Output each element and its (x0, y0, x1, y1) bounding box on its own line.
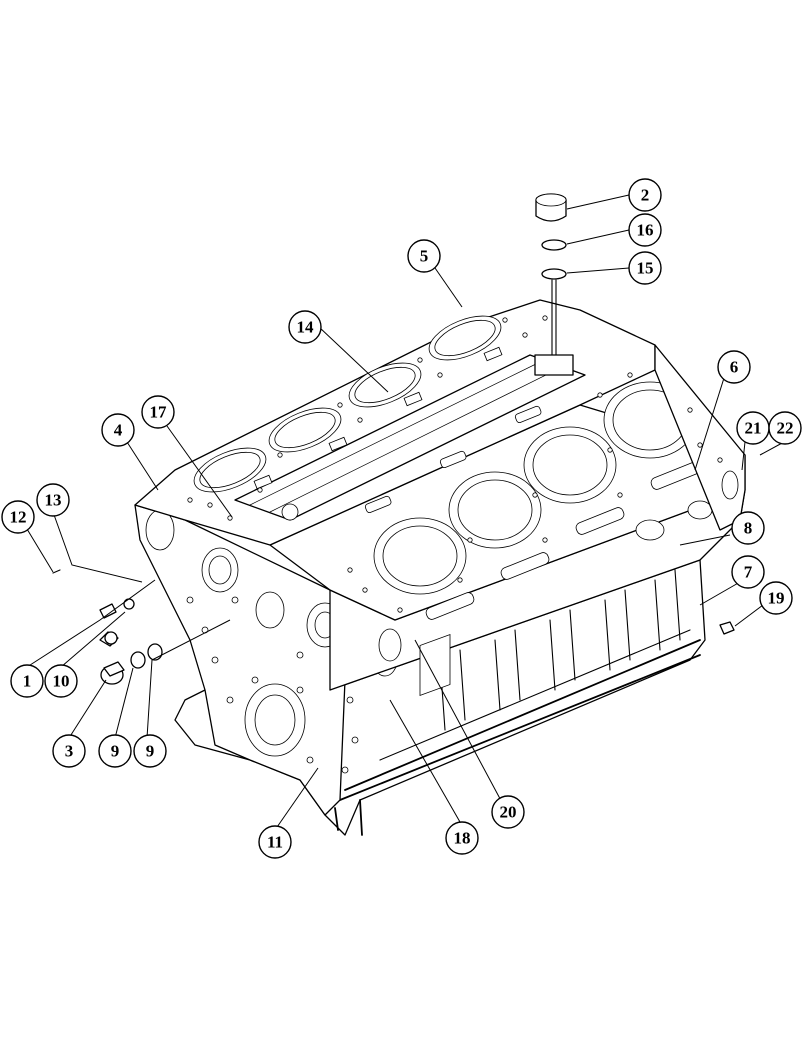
left-bank-bores (193, 315, 502, 493)
callout-16: 16 (628, 213, 662, 247)
exploded-parts (52, 193, 735, 685)
svg-text:14: 14 (297, 318, 315, 337)
svg-text:18: 18 (454, 829, 471, 848)
callout-3: 3 (52, 734, 86, 768)
engine-block (134, 279, 746, 836)
dipstick-boss (534, 354, 574, 376)
front-face-bolts (186, 596, 359, 774)
callout-15: 15 (628, 251, 662, 285)
svg-text:20: 20 (500, 803, 517, 822)
washer-lower (541, 268, 567, 280)
front-port-left-inner (208, 555, 232, 585)
svg-text:6: 6 (730, 358, 739, 377)
valley-lines (249, 361, 561, 513)
callout-6: 6 (717, 350, 751, 384)
svg-text:10: 10 (53, 672, 70, 691)
front-crank-bore-inner (254, 694, 296, 746)
callout-4: 4 (101, 413, 135, 447)
cap-part (535, 193, 567, 222)
large-plug (100, 661, 125, 685)
svg-text:21: 21 (745, 419, 762, 438)
svg-text:4: 4 (114, 421, 123, 440)
svg-text:22: 22 (777, 419, 794, 438)
callout-8: 8 (731, 511, 765, 545)
washer-9b (147, 643, 163, 661)
front-port-mid (255, 591, 285, 629)
lower-webs (379, 569, 691, 761)
svg-text:11: 11 (267, 833, 283, 852)
svg-text:15: 15 (637, 259, 654, 278)
callout-14: 14 (288, 310, 322, 344)
side-face-ports (378, 500, 713, 697)
svg-text:19: 19 (768, 589, 785, 608)
svg-text:5: 5 (420, 247, 429, 266)
callout-12: 12 (1, 500, 35, 534)
oil-pan-rail (334, 639, 701, 836)
washer-9a (130, 651, 146, 669)
plug-with-washer (99, 598, 135, 647)
callout-5: 5 (407, 239, 441, 273)
callout-22: 22 (768, 411, 802, 445)
svg-text:2: 2 (641, 186, 650, 205)
callout-10: 10 (44, 664, 78, 698)
svg-text:17: 17 (150, 403, 168, 422)
callout-18: 18 (445, 821, 479, 855)
callout-21: 21 (736, 411, 770, 445)
callout-19: 19 (759, 581, 793, 615)
small-pin (52, 569, 61, 574)
callout-9-left: 9 (98, 734, 132, 768)
svg-text:13: 13 (45, 491, 62, 510)
callout-11: 11 (258, 825, 292, 859)
dipstick-tube (551, 279, 557, 366)
svg-text:9: 9 (146, 742, 155, 761)
callout-7: 7 (731, 555, 765, 589)
rear-port (721, 470, 739, 500)
callout-17: 17 (141, 395, 175, 429)
callout-9-right: 9 (133, 734, 167, 768)
block-valley (234, 354, 586, 521)
svg-text:12: 12 (10, 508, 27, 527)
bolt-19 (719, 621, 735, 635)
leader-lines (26, 194, 785, 831)
callouts: 2 16 15 5 14 6 17 4 21 22 13 12 8 7 19 1… (1, 178, 802, 859)
left-bank-ports (253, 346, 503, 521)
deck-bolt-holes (187, 315, 723, 613)
callout-2: 2 (628, 178, 662, 212)
svg-text:16: 16 (637, 221, 654, 240)
svg-text:3: 3 (65, 742, 74, 761)
callout-1: 1 (10, 664, 44, 698)
svg-text:8: 8 (744, 519, 753, 538)
callout-20: 20 (491, 795, 525, 829)
callout-13: 13 (36, 483, 70, 517)
svg-text:9: 9 (111, 742, 120, 761)
right-bank-bores (373, 381, 697, 595)
svg-text:1: 1 (23, 672, 32, 691)
washer-upper (541, 239, 567, 251)
svg-text:7: 7 (744, 563, 753, 582)
